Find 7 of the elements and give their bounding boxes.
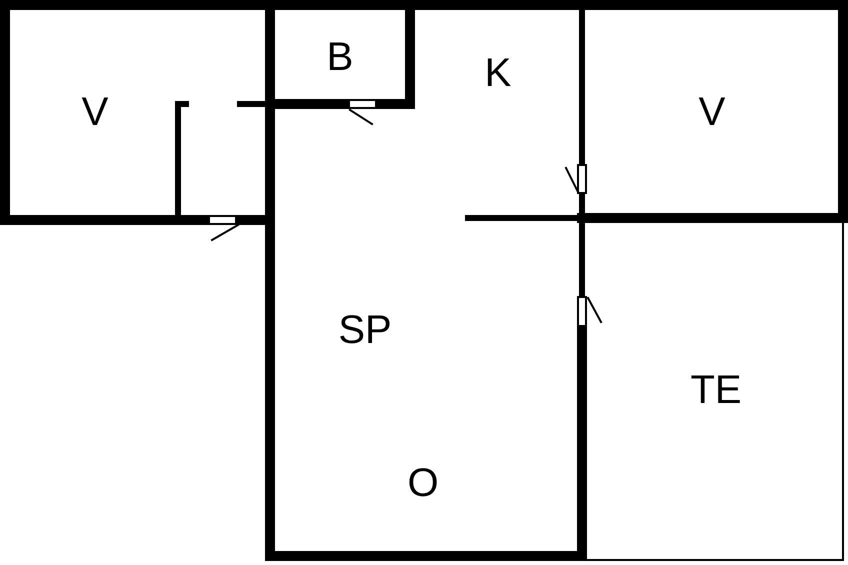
room-label: V	[82, 92, 108, 132]
room-label: V	[698, 92, 726, 132]
room-label: B	[326, 37, 354, 77]
room-label: SP	[338, 310, 392, 350]
room-label: TE	[690, 370, 742, 410]
room-label: K	[484, 53, 512, 93]
room-label: O	[407, 463, 439, 503]
